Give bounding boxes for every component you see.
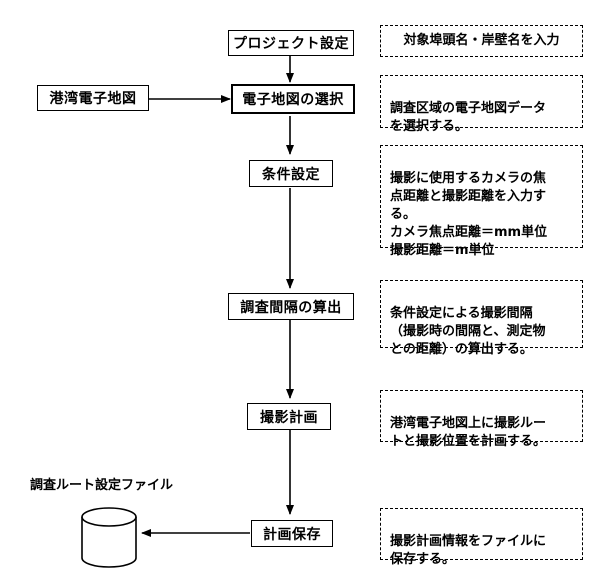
output-file-label: 調査ルート設定ファイル xyxy=(30,478,174,493)
source-box: 港湾電子地図 xyxy=(37,85,149,111)
database-icon xyxy=(81,507,137,568)
note-plan-save: 撮影計画情報をファイルに 保存する。 xyxy=(380,508,583,567)
note-interval-calc: 条件設定による撮影間隔 （撮影時の間隔と、測定物 との距離）の算出する。 xyxy=(380,280,583,357)
step-map-selection: 電子地図の選択 xyxy=(231,84,355,114)
note-interval-calc-text: 条件設定による撮影間隔 （撮影時の間隔と、測定物 との距離）の算出する。 xyxy=(390,306,546,357)
step-plan-save: 計画保存 xyxy=(251,520,333,547)
step-shooting-plan-label: 撮影計画 xyxy=(260,409,318,426)
note-condition-setup: 撮影に使用するカメラの焦 点距離と撮影距離を入力す る。 カメラ焦点距離＝mm単… xyxy=(380,145,583,258)
step-project-setup-label: プロジェクト設定 xyxy=(233,36,349,52)
step-interval-calc-label: 調査間隔の算出 xyxy=(240,299,342,316)
step-condition-setup-label: 条件設定 xyxy=(262,166,320,183)
step-condition-setup: 条件設定 xyxy=(249,160,333,187)
note-shooting-plan-text: 港湾電子地図上に撮影ルー トと撮影位置を計画する。 xyxy=(390,416,547,449)
note-project-setup-text: 対象埠頭名・岸壁名を入力 xyxy=(403,33,560,48)
note-plan-save-text: 撮影計画情報をファイルに 保存する。 xyxy=(390,534,547,567)
step-interval-calc: 調査間隔の算出 xyxy=(228,293,354,320)
note-map-selection-text: 調査区域の電子地図データ を選択する。 xyxy=(390,101,547,134)
step-plan-save-label: 計画保存 xyxy=(263,526,321,543)
note-condition-setup-text: 撮影に使用するカメラの焦 点距離と撮影距離を入力す る。 カメラ焦点距離＝mm単… xyxy=(390,171,548,258)
source-label: 港湾電子地図 xyxy=(49,91,137,107)
step-shooting-plan: 撮影計画 xyxy=(247,403,331,430)
note-shooting-plan: 港湾電子地図上に撮影ルー トと撮影位置を計画する。 xyxy=(380,390,583,449)
step-map-selection-label: 電子地図の選択 xyxy=(242,92,344,108)
note-project-setup: 対象埠頭名・岸壁名を入力 xyxy=(380,25,583,57)
step-project-setup: プロジェクト設定 xyxy=(228,30,354,56)
note-map-selection: 調査区域の電子地図データ を選択する。 xyxy=(380,75,583,134)
